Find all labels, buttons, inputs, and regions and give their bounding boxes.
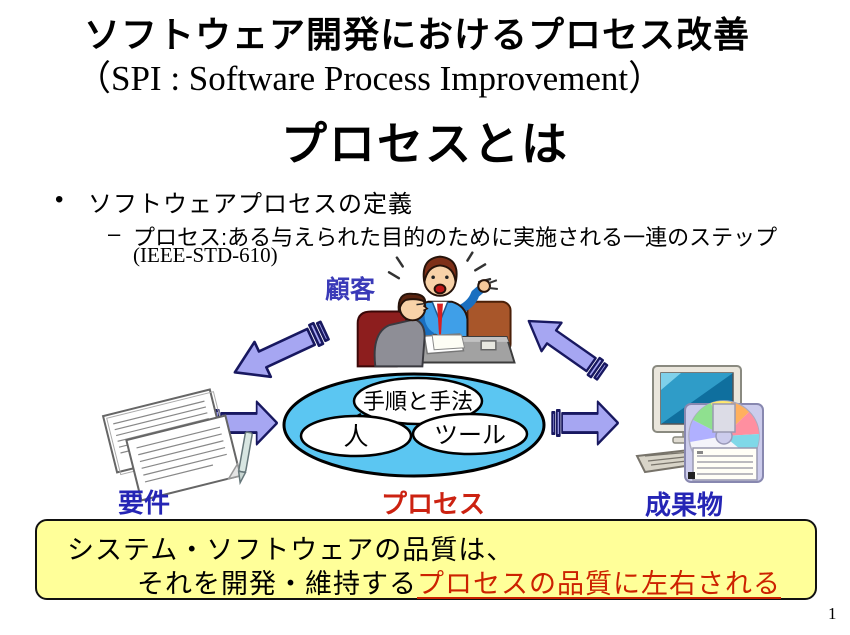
page-heading: プロセスとは — [281, 118, 569, 170]
quote-line2-highlight: プロセスの品質に左右される — [417, 569, 781, 599]
sub-bullet-definition: プロセス:ある与えられた目的のために実施される一連のステップ — [133, 225, 778, 250]
deliverables-label: 成果物 — [645, 490, 724, 520]
slide-title-japanese: ソフトウェア開発におけるプロセス改善 — [84, 15, 751, 55]
arrow-customer-to-requirements-icon — [221, 309, 336, 395]
procedures-methods-ellipse — [352, 376, 484, 426]
arrow-deliverables-to-customer-icon — [513, 301, 616, 392]
process-ellipse-diagram: 手順と手法 人 ツール — [281, 372, 549, 480]
quote-line1: システム・ソフトウェアの品質は、 — [67, 535, 515, 565]
arrow-process-to-deliverables-icon — [551, 398, 621, 448]
procedures-methods-label: 手順と手法 — [363, 389, 473, 414]
page-number: 1 — [828, 604, 837, 623]
deliverables-computer-clipart — [633, 364, 768, 486]
bullet-definition: ソフトウェアプロセスの定義 — [88, 191, 413, 218]
slide-title-english: （SPI : Software Process Improvement） — [76, 59, 664, 98]
customer-label: 顧客 — [325, 276, 376, 304]
people-label: 人 — [343, 423, 368, 451]
quality-quote-box: システム・ソフトウェアの品質は、 それを開発・維持するプロセスの品質に左右される — [35, 519, 817, 600]
people-illustration — [356, 251, 516, 368]
requirements-documents-clipart — [92, 376, 262, 502]
requirements-label: 要件 — [118, 488, 171, 518]
tools-ellipse — [411, 412, 529, 456]
sub-bullet-marker: – — [108, 221, 121, 246]
customer-meeting-clipart — [342, 250, 538, 374]
quote-line2: それを開発・維持するプロセスの品質に左右される — [137, 562, 781, 601]
process-label: プロセス — [381, 489, 486, 519]
people-ellipse — [299, 414, 413, 458]
tools-label: ツール — [434, 422, 506, 449]
bullet-marker: • — [55, 186, 64, 213]
quote-line2-prefix: それを開発・維持する — [137, 569, 417, 599]
ieee-standard-reference: (IEEE-STD-610) — [133, 243, 278, 267]
